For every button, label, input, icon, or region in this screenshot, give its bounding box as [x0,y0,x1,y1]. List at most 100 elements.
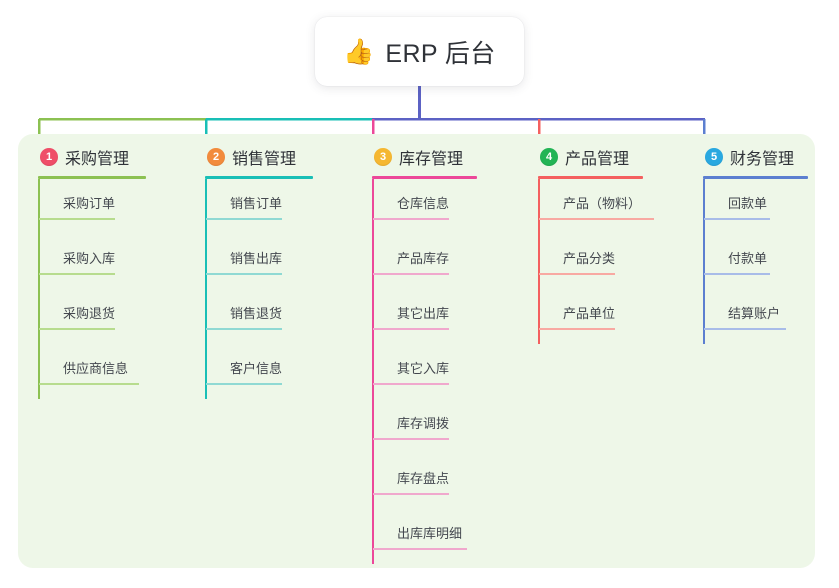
branch-number-badge: 5 [705,148,723,166]
branch-item-rule [373,273,449,275]
branch-item[interactable]: 销售订单 [206,179,313,234]
branch-header-rule [703,176,808,179]
branch-item-label: 采购订单 [63,196,116,211]
branch-item-label: 销售出库 [230,251,283,266]
branch-item-label: 产品单位 [563,306,616,321]
branch-item-rule [373,493,449,495]
branch-spine [703,179,705,344]
branch-item-label: 仓库信息 [397,196,450,211]
branch-item-rule [373,383,449,385]
branch-item[interactable]: 采购入库 [39,234,146,289]
branch-title: 销售管理 [232,151,297,168]
branch-header-1[interactable]: 1 采购管理 [38,145,146,169]
branch-item-label: 付款单 [728,251,768,266]
branch-item[interactable]: 付款单 [704,234,808,289]
branch-item-label: 供应商信息 [63,361,129,376]
branch-item[interactable]: 产品单位 [539,289,643,344]
branch-item-rule [373,328,449,330]
branch-item-label: 出库库明细 [397,526,463,541]
branch-item-rule [539,218,654,220]
branch-item-list: 销售订单销售出库销售退货客户信息 [205,179,313,399]
branch-item-label: 产品库存 [397,251,450,266]
branch-item-rule [539,273,615,275]
branch-item-rule [39,218,115,220]
branch-item-label: 回款单 [728,196,768,211]
branch-column-3: 3 库存管理仓库信息产品库存其它出库其它入库库存调拨库存盘点出库库明细 [372,145,477,564]
branch-item[interactable]: 客户信息 [206,344,313,399]
branch-item[interactable]: 结算账户 [704,289,808,344]
branch-item-label: 结算账户 [728,306,781,321]
branch-item[interactable]: 其它出库 [373,289,477,344]
branch-item-label: 产品分类 [563,251,616,266]
branch-item-rule [206,218,282,220]
root-node[interactable]: 👍 ERP 后台 [315,17,524,86]
branch-item[interactable]: 产品分类 [539,234,643,289]
root-node-title: ERP 后台 [385,39,496,68]
branch-item[interactable]: 销售出库 [206,234,313,289]
branch-item-list: 回款单付款单结算账户 [703,179,808,344]
branch-item[interactable]: 供应商信息 [39,344,146,399]
branch-number-badge: 1 [40,148,58,166]
branch-item-label: 销售订单 [230,196,283,211]
branches-panel [18,134,815,568]
branch-item[interactable]: 采购订单 [39,179,146,234]
branch-item[interactable]: 回款单 [704,179,808,234]
branch-item-rule [704,218,770,220]
branch-title: 财务管理 [730,151,795,168]
branch-header-4[interactable]: 4 产品管理 [538,145,643,169]
branch-column-5: 5 财务管理回款单付款单结算账户 [703,145,808,344]
branch-spine [538,179,540,344]
branch-item-rule [373,438,449,440]
branch-item[interactable]: 采购退货 [39,289,146,344]
branch-item-rule [206,273,282,275]
branch-column-2: 2 销售管理销售订单销售出库销售退货客户信息 [205,145,313,399]
branch-header-2[interactable]: 2 销售管理 [205,145,313,169]
branch-item[interactable]: 库存盘点 [373,454,477,509]
branch-number-badge: 3 [374,148,392,166]
branch-item[interactable]: 仓库信息 [373,179,477,234]
branch-item-label: 其它入库 [397,361,450,376]
branch-item-list: 采购订单采购入库采购退货供应商信息 [38,179,146,399]
branch-item[interactable]: 产品库存 [373,234,477,289]
branch-number-badge: 2 [207,148,225,166]
branch-item-list: 产品（物料） 产品分类产品单位 [538,179,654,344]
branch-title: 产品管理 [565,151,630,168]
branch-item[interactable]: 产品（物料） [539,179,654,234]
branch-title: 库存管理 [399,151,464,168]
branch-header-rule [38,176,146,179]
branch-item-label: 采购退货 [63,306,116,321]
branch-header-rule [538,176,643,179]
branch-item-rule [206,383,282,385]
branch-item-label: 产品（物料） [563,196,642,211]
branch-item-rule [373,218,449,220]
thumbs-up-icon: 👍 [343,38,375,66]
branch-item-label: 其它出库 [397,306,450,321]
branch-column-1: 1 采购管理采购订单采购入库采购退货供应商信息 [38,145,146,399]
branch-item[interactable]: 库存调拨 [373,399,477,454]
branch-spine [372,179,374,564]
branch-item[interactable]: 出库库明细 [373,509,477,564]
branch-header-rule [372,176,477,179]
branch-item-rule [539,328,615,330]
branch-item[interactable]: 其它入库 [373,344,477,399]
branch-item[interactable]: 销售退货 [206,289,313,344]
branch-item-rule [704,328,786,330]
branch-item-rule [206,328,282,330]
branch-item-rule [704,273,770,275]
branch-header-rule [205,176,313,179]
branch-column-4: 4 产品管理产品（物料） 产品分类产品单位 [538,145,654,344]
branch-item-rule [39,273,115,275]
branch-item-label: 库存调拨 [397,416,450,431]
branch-header-5[interactable]: 5 财务管理 [703,145,808,169]
branch-item-label: 采购入库 [63,251,116,266]
branch-item-rule [39,328,115,330]
branch-title: 采购管理 [65,151,130,168]
branch-number-badge: 4 [540,148,558,166]
branch-item-label: 客户信息 [230,361,283,376]
branch-header-3[interactable]: 3 库存管理 [372,145,477,169]
branch-item-label: 销售退货 [230,306,283,321]
branch-item-label: 库存盘点 [397,471,450,486]
branch-spine [205,179,207,399]
branch-spine [38,179,40,399]
